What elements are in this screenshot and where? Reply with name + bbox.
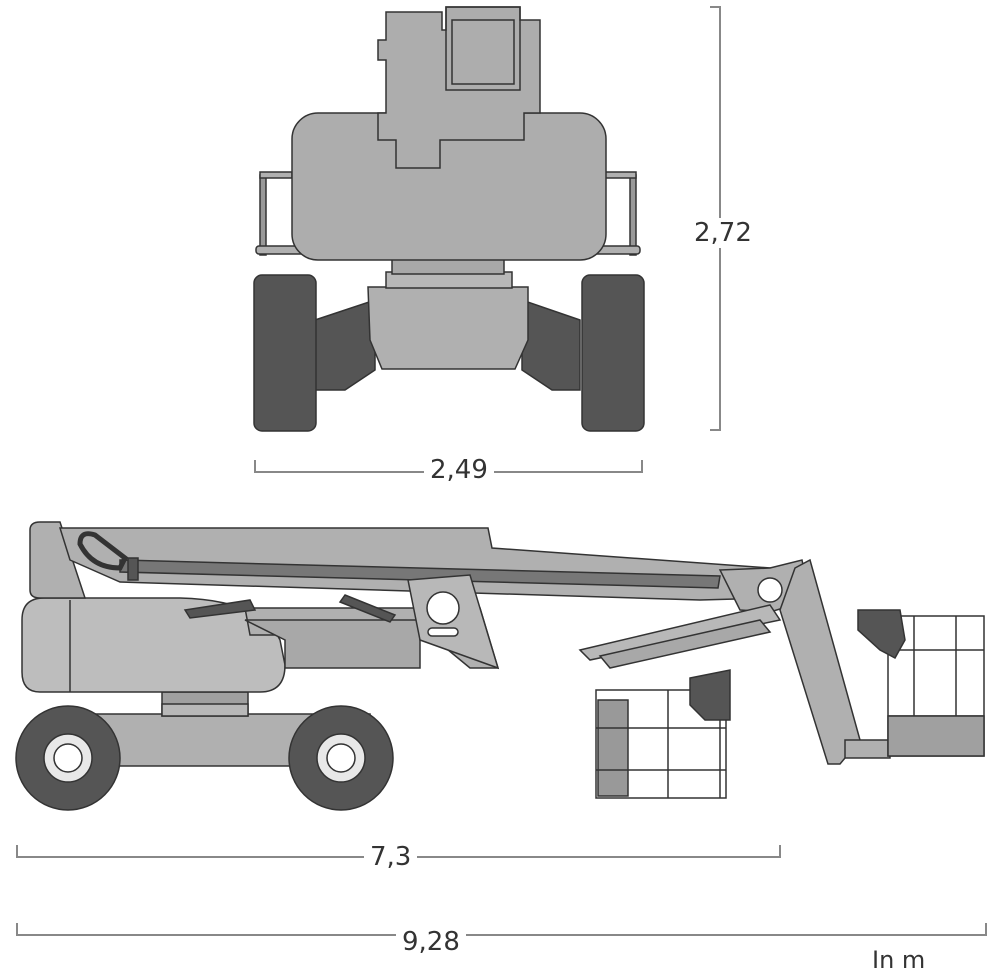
outreach-label: 9,28: [396, 927, 466, 957]
front-view: [253, 6, 645, 432]
front-left-tire: [253, 274, 317, 432]
basket-stowed: [595, 669, 731, 799]
jib-boom: [779, 558, 861, 765]
outreach-dimension-line: [16, 923, 987, 936]
front-right-tire: [581, 274, 645, 432]
width-label: 2,49: [424, 455, 494, 485]
unit-label: In m: [868, 946, 930, 974]
length-label: 7,3: [364, 842, 418, 872]
height-label: 2,72: [688, 218, 758, 248]
basket-extended: [844, 609, 985, 759]
side-view: [15, 521, 985, 811]
rear-wheel: [15, 705, 121, 811]
front-wheel: [288, 705, 394, 811]
